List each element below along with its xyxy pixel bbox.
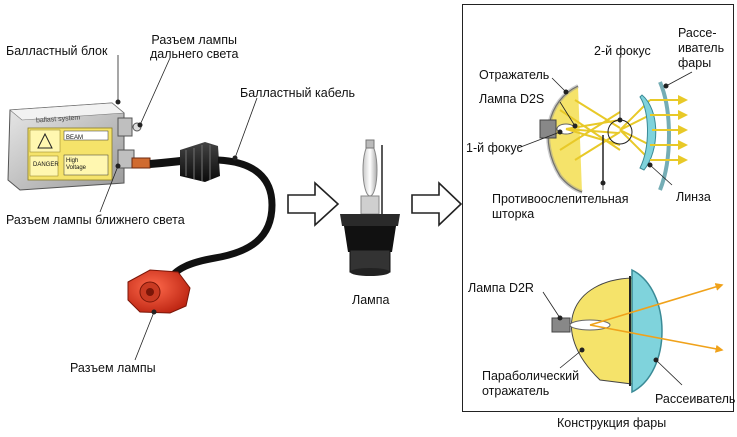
label-diffuser-top: Рассе- иватель фары xyxy=(678,26,725,70)
parabolic-diagram xyxy=(542,268,724,394)
label-ballast-block: Балластный блок xyxy=(6,44,108,58)
ballast-danger: DANGER xyxy=(33,162,59,168)
ballast-high-voltage: High Voltage xyxy=(66,158,87,171)
label-parabolic-reflector: Параболический отражатель xyxy=(482,369,580,398)
ballast-cable xyxy=(149,142,276,284)
projector-diagram xyxy=(517,57,693,194)
label-lamp-connector: Разъем лампы xyxy=(70,361,156,375)
red-lamp-connector xyxy=(127,269,191,314)
label-lamp-d2s: Лампа D2S xyxy=(479,92,545,106)
arrow-1 xyxy=(287,181,340,227)
label-lens: Линза xyxy=(676,190,711,204)
arrow-2 xyxy=(411,181,463,227)
label-first-focus: 1-й фокус xyxy=(466,141,523,155)
caption-headlight-construction: Конструкция фары xyxy=(557,416,667,430)
headlight-construction-frame xyxy=(462,4,734,412)
xenon-lamp xyxy=(340,139,400,276)
label-ballast-cable: Балластный кабель xyxy=(240,86,356,100)
label-reflector: Отражатель xyxy=(479,68,550,82)
label-anti-glare-shield: Противоослепительная шторка xyxy=(492,192,629,221)
label-second-focus: 2-й фокус xyxy=(594,44,651,58)
label-lamp-d2r: Лампа D2R xyxy=(468,281,534,295)
left-leader-dots xyxy=(115,99,238,315)
label-diffuser-bottom: Рассеиватель xyxy=(655,392,736,406)
label-low-beam-connector: Разъем лампы ближнего света xyxy=(6,213,185,227)
ballast-badge: BEAM xyxy=(66,135,84,141)
ballast-unit xyxy=(7,102,151,191)
left-leader-lines xyxy=(99,55,258,361)
label-lamp: Лампа xyxy=(352,293,390,307)
label-high-beam-connector: Разъем лампы дальнего света xyxy=(150,33,239,61)
